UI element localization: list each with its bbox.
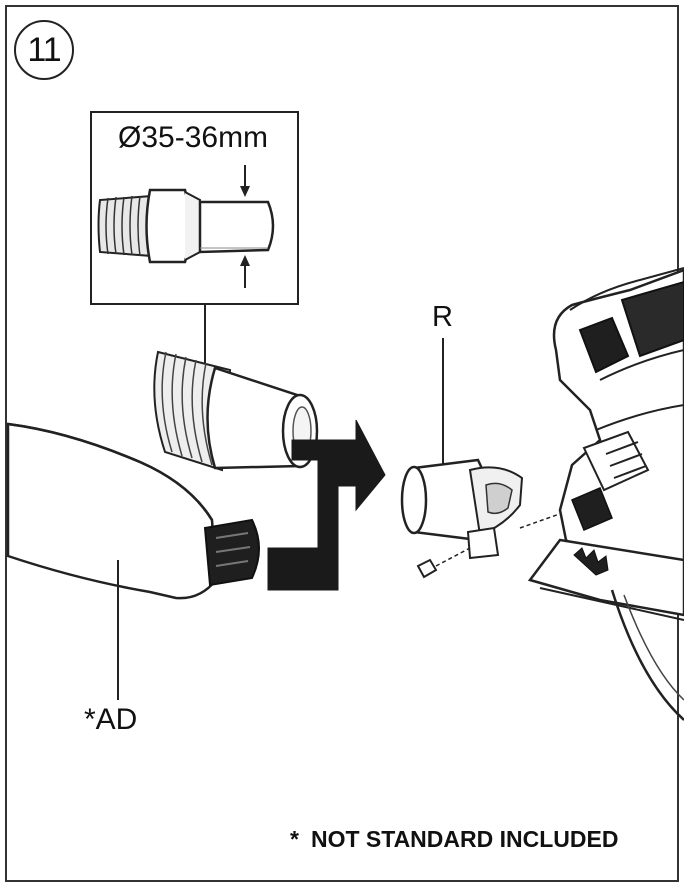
footnote-asterisk: * (290, 826, 299, 852)
part-r-label: R (432, 301, 453, 333)
footnote-text: NOT STANDARD INCLUDED (310, 826, 619, 852)
accessory-ad-label: *AD (84, 703, 138, 736)
insert-arrow-icon (267, 419, 386, 591)
diameter-label: Ø35-36mm (118, 121, 269, 154)
circular-saw (527, 267, 684, 721)
nozzle-detail-inset (90, 111, 299, 380)
footnote: * NOT STANDARD INCLUDED (290, 828, 618, 851)
accessory-ad (6, 422, 260, 700)
step-number-badge: 11 (14, 20, 74, 80)
dust-nozzle-r (400, 338, 566, 579)
